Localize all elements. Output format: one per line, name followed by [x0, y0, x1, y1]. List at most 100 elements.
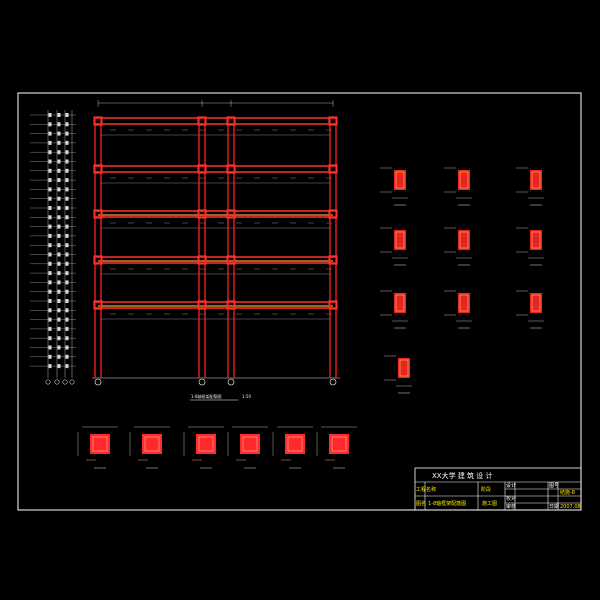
- scale-marker: [48, 345, 52, 350]
- beam-section: [444, 167, 472, 206]
- scale-marker: [57, 122, 61, 127]
- beam-column-joint: [226, 209, 236, 219]
- beam-column-joint: [328, 209, 338, 219]
- beam-column-joint: [328, 255, 338, 265]
- beam-section: [444, 290, 472, 329]
- beam-column-joint: [197, 300, 207, 310]
- beam-column-joint: [93, 255, 103, 265]
- beam-section-stirrup: [531, 231, 541, 249]
- frame-elevation: [92, 100, 340, 386]
- scale-marker: [65, 131, 69, 136]
- scale-marker: [48, 308, 52, 313]
- beam-section-fill: [530, 293, 542, 313]
- scale-marker: [57, 215, 61, 220]
- beam-section-stirrup: [459, 171, 469, 189]
- scale-marker: [48, 159, 52, 164]
- frame-scale: 1:50: [242, 394, 251, 399]
- beam-column-joint: [226, 164, 236, 174]
- scale-marker: [48, 243, 52, 248]
- scale-marker: [57, 252, 61, 257]
- beam-column-joint: [197, 164, 207, 174]
- beam-column-joint: [226, 300, 236, 310]
- scale-marker: [48, 299, 52, 303]
- column-section-fill: [90, 434, 110, 454]
- scale-marker: [57, 196, 61, 201]
- scale-marker: [48, 187, 52, 192]
- scale-marker: [57, 131, 61, 136]
- scale-marker: [65, 196, 69, 201]
- scale-marker: [57, 233, 61, 238]
- scale-marker: [65, 215, 69, 220]
- scale-marker: [65, 299, 69, 303]
- scale-marker: [48, 196, 52, 201]
- column-section-fill: [240, 434, 260, 454]
- scale-marker: [65, 364, 69, 369]
- axis-bubble: [62, 379, 68, 385]
- scale-marker: [48, 326, 52, 331]
- title-block-sheet-label: 图号: [549, 483, 559, 489]
- column-section-stirrup: [287, 436, 303, 452]
- scale-marker: [65, 187, 69, 192]
- scale-marker: [65, 122, 69, 127]
- beam-section-fill: [394, 230, 406, 250]
- scale-marker: [65, 159, 69, 164]
- scale-marker: [48, 150, 52, 155]
- beam-section-stirrup: [531, 171, 541, 189]
- scale-marker: [57, 280, 61, 285]
- scale-marker: [48, 271, 52, 276]
- scale-marker: [57, 271, 61, 276]
- beam-column-joint: [93, 164, 103, 174]
- scale-marker: [48, 168, 52, 173]
- scale-marker: [48, 261, 52, 266]
- column-section-fill: [285, 434, 305, 454]
- title-block-date-label: 日期: [549, 504, 559, 510]
- title-block-stage-value: 施工图: [482, 500, 497, 507]
- scale-marker: [48, 364, 52, 369]
- column-section-stirrup: [242, 436, 258, 452]
- beam-section: [384, 355, 412, 394]
- scale-marker: [48, 206, 52, 210]
- title-block-stage-label: 阶段: [481, 486, 491, 493]
- beam-column-joint: [197, 116, 207, 126]
- title-block-date-value: 2007.08: [560, 504, 581, 510]
- beam-section: [516, 227, 544, 266]
- title-block-approver-label: 审核: [506, 503, 516, 510]
- title-block-company: XX大学 建 筑 设 计: [432, 471, 493, 480]
- beam-section-stirrup: [399, 359, 409, 377]
- beam-section-stirrup: [395, 231, 405, 249]
- scale-marker: [48, 354, 52, 359]
- elevation-scale: [30, 110, 76, 385]
- beam-section-fill: [458, 170, 470, 190]
- scale-marker: [65, 206, 69, 210]
- scale-marker: [65, 326, 69, 331]
- axis-bubble: [329, 378, 337, 386]
- column-section: [227, 426, 268, 469]
- beam-section: [380, 227, 408, 266]
- scale-marker: [57, 206, 61, 210]
- column-section-fill: [329, 434, 349, 454]
- scale-marker: [65, 140, 69, 145]
- scale-marker: [57, 326, 61, 331]
- axis-bubble: [94, 378, 102, 386]
- title-block-drawing-name: 1-8轴框架配筋图: [428, 500, 466, 507]
- scale-marker: [57, 140, 61, 145]
- scale-marker: [57, 308, 61, 313]
- scale-marker: [65, 289, 69, 294]
- beam-column-joint: [93, 209, 103, 219]
- beam-column-joint: [328, 116, 338, 126]
- scale-marker: [65, 317, 69, 322]
- scale-marker: [57, 299, 61, 303]
- scale-marker: [65, 271, 69, 276]
- beam-section-stirrup: [459, 231, 469, 249]
- scale-marker: [65, 168, 69, 173]
- scale-marker: [57, 113, 61, 117]
- scale-marker: [57, 354, 61, 359]
- title-block-project-label: 工程名称: [416, 486, 436, 493]
- beam-section-fill: [398, 358, 410, 378]
- beam-section-fill: [394, 170, 406, 190]
- column-section-fill: [196, 434, 216, 454]
- beam-column-joint: [226, 116, 236, 126]
- axis-bubble: [45, 379, 51, 385]
- column-section: [129, 426, 170, 469]
- beam-section-fill: [530, 170, 542, 190]
